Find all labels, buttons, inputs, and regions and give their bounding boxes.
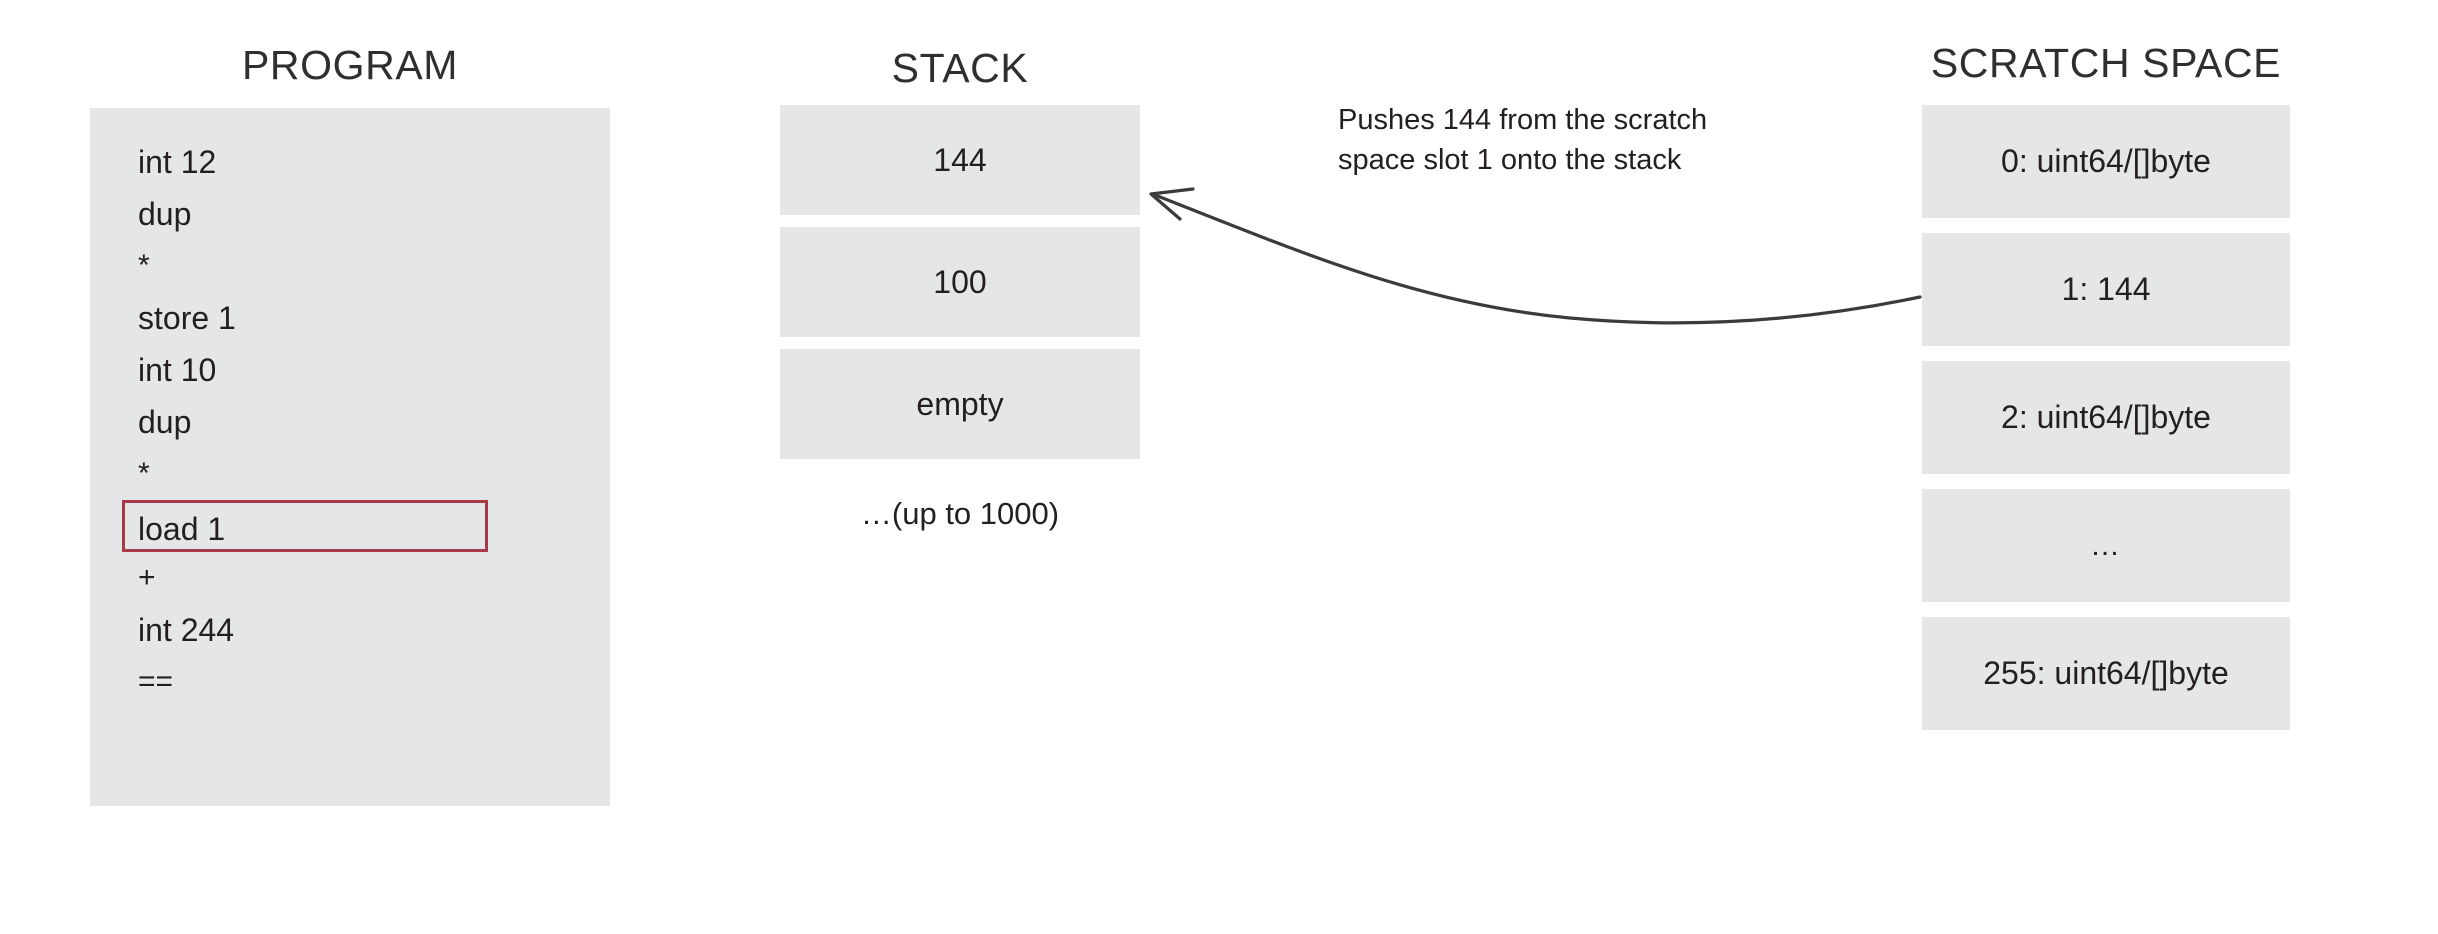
stack-capacity-note: …(up to 1000) <box>860 496 1060 531</box>
scratch-space-slot-1: 1: 144 <box>1922 233 2290 346</box>
annotation-arrowhead-icon <box>1149 187 1195 221</box>
scratch-space-slot-255: 255: uint64/[]byte <box>1922 617 2290 730</box>
program-line-dup-2: dup <box>138 404 192 440</box>
annotation-line-1: Pushes 144 from the scratch <box>1338 104 1708 136</box>
annotation-text-block: Pushes 144 from the scratch space slot 1… <box>1338 100 1798 180</box>
program-line-equals: == <box>138 665 174 698</box>
stack-cell-list: 144 100 empty <box>780 105 1140 471</box>
stack-cell-top: 144 <box>780 105 1140 215</box>
scratch-space-slot-ellipsis: … <box>1922 489 2290 602</box>
program-instruction-list: int 12 dup * store 1 int 10 dup * load 1… <box>122 136 582 708</box>
annotation-arrow-curve <box>1153 193 1922 325</box>
annotation-line-2: space slot 1 onto the stack <box>1338 144 1682 176</box>
scratch-space-slot-2: 2: uint64/[]byte <box>1922 361 2290 474</box>
stack-column-title: STACK <box>891 45 1029 91</box>
program-line-multiply-2: * <box>138 457 150 490</box>
stack-cell-empty: empty <box>780 349 1140 459</box>
program-line-load-1-highlighted: load 1 <box>122 500 488 552</box>
program-line-multiply-1: * <box>138 249 150 282</box>
program-line-int-12: int 12 <box>138 144 217 180</box>
program-panel: int 12 dup * store 1 int 10 dup * load 1… <box>90 108 610 806</box>
scratch-space-cell-list: 0: uint64/[]byte 1: 144 2: uint64/[]byte… <box>1922 105 2290 745</box>
program-line-int-10: int 10 <box>138 352 217 388</box>
program-column-title: PROGRAM <box>241 42 459 88</box>
program-line-plus: + <box>138 561 156 594</box>
program-line-store-1: store 1 <box>138 300 236 336</box>
program-line-dup-1: dup <box>138 196 192 232</box>
stack-cell-second: 100 <box>780 227 1140 337</box>
scratch-space-column-title: SCRATCH SPACE <box>1930 40 2282 86</box>
scratch-space-slot-0: 0: uint64/[]byte <box>1922 105 2290 218</box>
program-line-int-244: int 244 <box>138 612 235 648</box>
